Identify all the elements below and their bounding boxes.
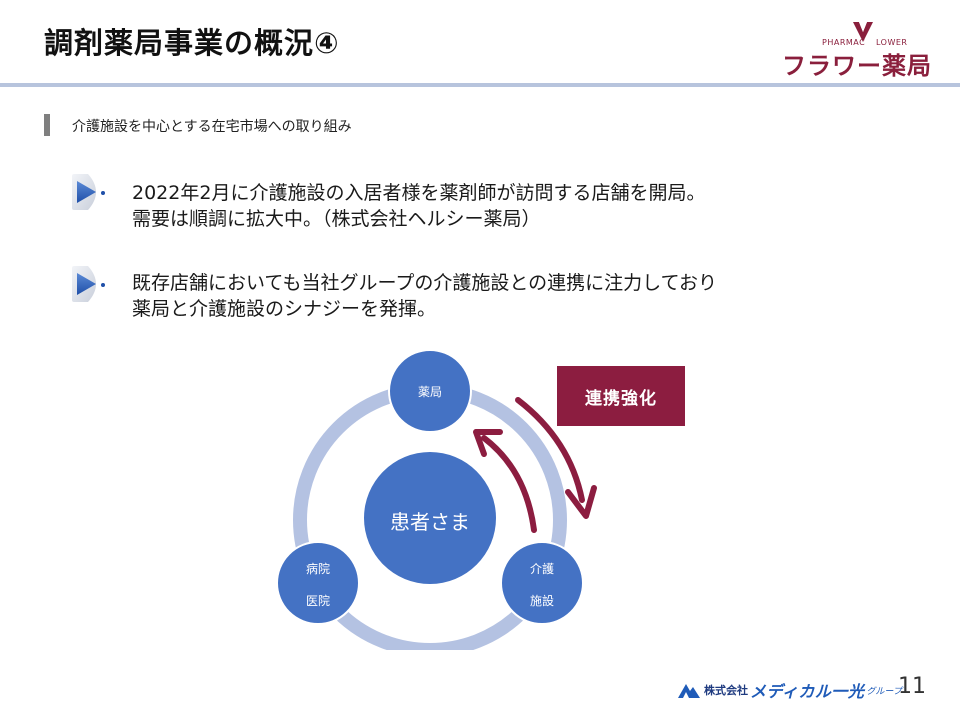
bullet-text-1: 2022年2月に介護施設の入居者様を薬剤師が訪問する店舗を開局。 需要は順調に拡… xyxy=(132,180,705,232)
bullet-1-line-1: 2022年2月に介護施設の入居者様を薬剤師が訪問する店舗を開局。 xyxy=(132,182,706,204)
flower-pharmacy-logo: PHARMAC LOWER フラワー薬局 xyxy=(780,18,936,80)
play-arrow-icon xyxy=(72,266,105,302)
collaboration-arrow-down xyxy=(515,397,585,503)
header-divider xyxy=(0,83,960,87)
footer-brand: メディカル一光 xyxy=(750,682,865,701)
bullet-2-line-1: 既存店舗においても当社グループの介護施設との連携に注力しており xyxy=(132,272,718,294)
collaboration-arrow-up-head xyxy=(473,429,503,457)
bullet-1-line-2: 需要は順調に拡大中。（株式会社ヘルシー薬局） xyxy=(132,208,541,230)
collaboration-badge: 連携強化 xyxy=(557,366,685,426)
care-label-line-2: 施設 xyxy=(529,594,554,608)
pharmacy-label: 薬局 xyxy=(417,385,442,399)
patient-center-circle xyxy=(364,452,496,584)
logo-small-text: PHARMAC xyxy=(822,38,866,47)
logo-main-text: フラワー薬局 xyxy=(782,52,932,80)
hospital-label-line-2: 医院 xyxy=(305,594,330,608)
pharmacy-node xyxy=(388,350,472,433)
footer-group: グループ xyxy=(866,686,902,697)
hospital-label-line-1: 病院 xyxy=(305,562,330,576)
logo-small-text-right: LOWER xyxy=(876,38,908,47)
bullet-2-line-2: 薬局と介護施設のシナジーを発揮。 xyxy=(132,298,437,320)
flower-v-icon xyxy=(853,22,873,42)
mountain-icon xyxy=(678,684,700,698)
play-arrow-icon xyxy=(72,174,105,210)
collaboration-arrow-up xyxy=(481,435,537,533)
patient-label: 患者さま xyxy=(390,510,470,534)
care-label-line-1: 介護 xyxy=(529,562,554,576)
footer-logo: 株式会社 メディカル一光 グループ xyxy=(678,680,902,701)
footer-company: 株式会社 xyxy=(704,684,748,697)
bullet-text-2: 既存店舗においても当社グループの介護施設との連携に注力しており 薬局と介護施設の… xyxy=(132,270,717,322)
collaboration-arrow-down-head xyxy=(565,485,597,519)
section-label: 介護施設を中心とする在宅市場への取り組み xyxy=(72,119,352,135)
cycle-diagram xyxy=(276,350,597,650)
page-title: 調剤薬局事業の概況④ xyxy=(44,26,340,60)
care-facility-node xyxy=(500,541,584,625)
hospital-node xyxy=(276,541,360,625)
page-number: 11 xyxy=(898,674,926,699)
section-marker xyxy=(44,114,50,136)
